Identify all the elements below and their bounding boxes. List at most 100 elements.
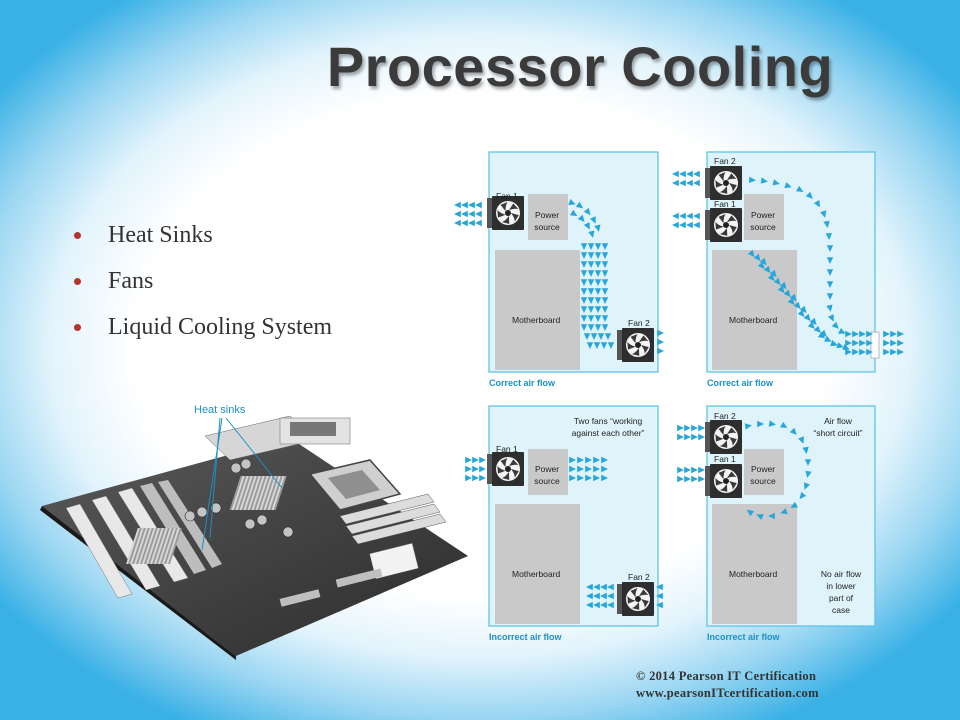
airflow-arrow [803, 313, 811, 322]
airflow-arrow [587, 306, 595, 313]
airflow-arrow [594, 288, 602, 295]
fan-blade [718, 214, 726, 224]
airflow-arrow [838, 327, 846, 334]
note-line-2: against each other” [572, 428, 645, 438]
airflow-arrow [586, 601, 593, 609]
airflow-arrow [772, 179, 780, 186]
copyright-notice: © 2014 Pearson IT Certification www.pear… [636, 668, 819, 702]
fan-blade [638, 589, 649, 597]
airflow-arrow [601, 270, 609, 277]
fan-mount [705, 466, 710, 496]
fan-1-label: Fan 1 [496, 444, 518, 454]
airflow-arrow [601, 474, 608, 482]
slide-title: Processor Cooling [326, 35, 834, 98]
airflow-arrow [825, 232, 832, 240]
fan-hub [723, 222, 729, 228]
airflow-arrow [748, 176, 756, 183]
airflow-arrow [883, 330, 890, 338]
airflow-arrow [813, 325, 821, 333]
airflow-arrow [601, 306, 609, 313]
airflow-arrow [569, 456, 576, 464]
bullet-text: Liquid Cooling System [108, 314, 333, 340]
airflow-arrow [593, 592, 600, 600]
airflow-arrow [852, 330, 859, 338]
fan-blade [630, 588, 638, 598]
airflow-arrows [454, 199, 664, 355]
airflow-arrow [600, 601, 607, 609]
airflow-arrow [593, 465, 600, 473]
airflow-arrow [779, 281, 787, 290]
airflow-arrow [746, 509, 755, 517]
fan-2-label: Fan 2 [714, 411, 736, 421]
fan-blade [715, 180, 724, 188]
airflow-arrow [852, 348, 859, 356]
fan-hub [505, 210, 511, 216]
airflow-arrow [852, 339, 859, 347]
motherboard-label: Motherboard [729, 315, 777, 325]
airflow-arrow [593, 342, 601, 349]
fan-blade [501, 215, 510, 224]
airflow-arrow [587, 270, 595, 277]
airflow-arrow [897, 348, 904, 356]
airflow-arrow [824, 335, 832, 342]
bullet-dot [74, 324, 81, 331]
airflow-arrow [585, 456, 592, 464]
airflow-arrow [607, 592, 614, 600]
airflow-arrow [679, 170, 686, 178]
airflow-arrow [686, 179, 693, 187]
fan-blade [511, 469, 519, 478]
fan-blade [729, 437, 737, 446]
airflow-arrows [677, 420, 812, 521]
bullet-item-liquid-cooling: Liquid Cooling System [72, 314, 332, 360]
power-label: Power [751, 464, 775, 474]
copyright-line: © 2014 Pearson IT Certification [636, 669, 817, 683]
airflow-arrow [593, 474, 600, 482]
airflow-arrow [686, 212, 693, 220]
fan-blade [718, 172, 726, 182]
airflow-arrow [768, 420, 776, 427]
airflow-arrow [672, 170, 679, 178]
fan-2-icon [617, 582, 654, 616]
airflow-arrow [693, 212, 700, 220]
airflow-arrow [583, 222, 590, 230]
airflow-arrow [657, 347, 664, 355]
airflow-arrow [454, 210, 461, 218]
fan-2-icon [705, 420, 742, 454]
fan-blade [497, 210, 506, 218]
note2-line-3: part of [829, 593, 854, 603]
airflow-arrow [747, 249, 755, 258]
note-line-1: Two fans “working [574, 416, 643, 426]
fan-mount [487, 198, 492, 228]
fan-blade [719, 227, 728, 236]
airflow-arrow [585, 465, 592, 473]
airflow-arrow [601, 456, 608, 464]
bullet-dot [74, 232, 81, 239]
airflow-arrow [601, 297, 609, 304]
airflow-arrow [789, 427, 797, 435]
motherboard-drawing: Heat sinks [40, 404, 468, 660]
airflow-arrow [817, 331, 826, 339]
motherboard-illustration: Heat sinks [40, 398, 470, 660]
airflow-arrow [883, 348, 890, 356]
motherboard-label: Motherboard [729, 569, 777, 579]
airflow-arrow [827, 314, 834, 322]
power-label: Power [751, 210, 775, 220]
airflow-arrow [465, 456, 472, 464]
note-line-1: Air flow [824, 416, 853, 426]
airflow-arrow [568, 199, 576, 206]
airflow-arrow [601, 243, 609, 250]
airflow-arrow [767, 273, 775, 282]
note2-line-4: case [832, 605, 850, 615]
airflow-arrow [672, 221, 679, 229]
panel-caption: Correct air flow [489, 378, 556, 388]
airflow-arrow [859, 330, 866, 338]
airflow-arrow [468, 210, 475, 218]
airflow-arrow [686, 170, 693, 178]
airflow-arrow [795, 185, 804, 193]
fan-blade [719, 439, 728, 448]
fan-blade [638, 335, 649, 343]
